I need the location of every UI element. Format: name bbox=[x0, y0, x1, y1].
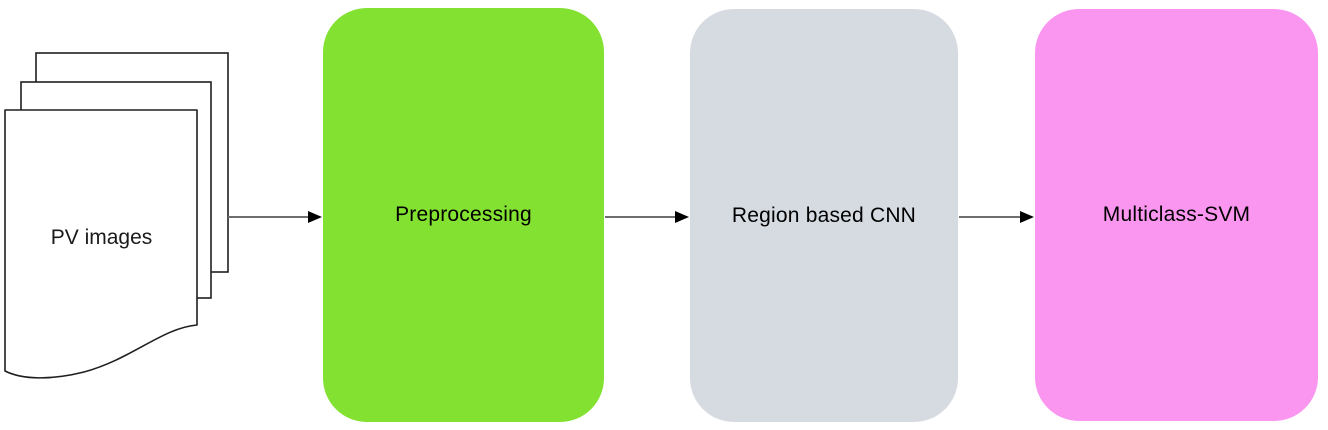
node-preprocessing: Preprocessing bbox=[323, 8, 604, 422]
arrow-cnn-to-svm bbox=[959, 211, 1034, 223]
arrow-pv-to-preprocessing bbox=[228, 211, 322, 223]
arrowhead-icon bbox=[1020, 211, 1034, 223]
node-label-preprocessing: Preprocessing bbox=[395, 203, 532, 226]
arrowhead-icon bbox=[675, 211, 689, 223]
node-region-based-cnn: Region based CNN bbox=[690, 9, 958, 422]
document-sheet-front bbox=[4, 109, 198, 379]
node-multiclass-svm: Multiclass-SVM bbox=[1035, 9, 1318, 421]
node-label-multiclass-svm: Multiclass-SVM bbox=[1102, 203, 1251, 226]
node-label-region-based-cnn: Region based CNN bbox=[731, 203, 917, 227]
node-label-pv-images: PV images bbox=[50, 226, 153, 249]
arrowhead-icon bbox=[308, 211, 322, 223]
arrow-preprocessing-to-cnn bbox=[605, 211, 689, 223]
